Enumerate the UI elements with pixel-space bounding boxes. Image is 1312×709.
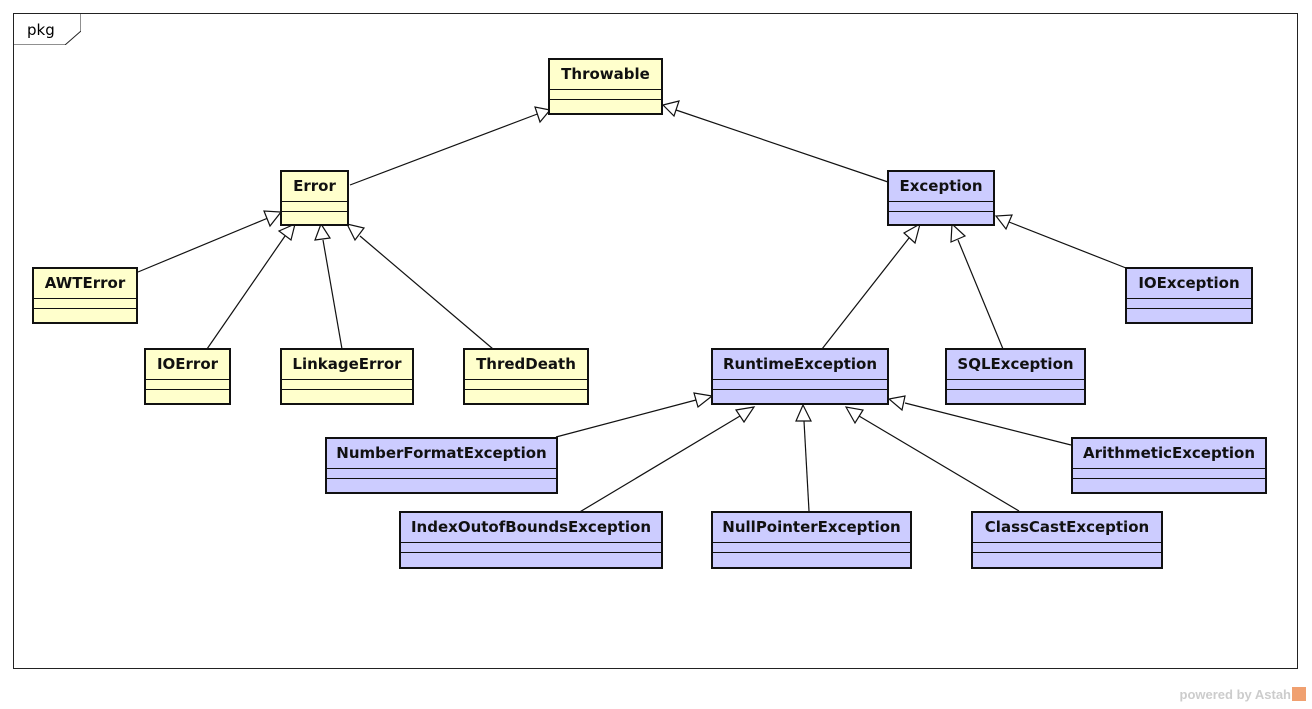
class-name: ArithmeticException xyxy=(1073,439,1265,469)
edge-linkageerror-error xyxy=(314,222,343,350)
class-sqlexception[interactable]: SQLException xyxy=(945,348,1086,405)
edge-arithmeticexception-runtimeexception xyxy=(887,395,1072,446)
attributes-compartment xyxy=(34,299,136,309)
attributes-compartment xyxy=(327,469,556,479)
attributes-compartment xyxy=(282,202,347,212)
watermark: powered by Astah xyxy=(1180,687,1306,702)
attributes-compartment xyxy=(889,202,993,212)
attributes-compartment xyxy=(713,380,887,390)
edge-ioerror-error xyxy=(206,222,296,350)
edge-nullpointerexception-runtimeexception xyxy=(795,403,812,512)
class-ioerror[interactable]: IOError xyxy=(144,348,231,405)
class-throwable[interactable]: Throwable xyxy=(548,58,663,115)
attributes-compartment xyxy=(947,380,1084,390)
class-indexoutofboundsexception[interactable]: IndexOutofBoundsException xyxy=(399,511,663,569)
attributes-compartment xyxy=(1127,299,1251,309)
attributes-compartment xyxy=(282,380,412,390)
class-numberformatexception[interactable]: NumberFormatException xyxy=(325,437,558,494)
attributes-compartment xyxy=(146,380,229,390)
class-ioexception[interactable]: IOException xyxy=(1125,267,1253,324)
class-name: RuntimeException xyxy=(713,350,887,380)
watermark-text: powered by Astah xyxy=(1179,687,1291,702)
edge-numberformatexception-runtimeexception xyxy=(555,392,714,438)
attributes-compartment xyxy=(1073,469,1265,479)
class-threddeath[interactable]: ThredDeath xyxy=(463,348,589,405)
edge-awterror-error xyxy=(137,210,283,273)
attributes-compartment xyxy=(465,380,587,390)
package-tab xyxy=(13,13,81,45)
class-name: AWTError xyxy=(34,269,136,299)
class-name: ClassCastException xyxy=(973,513,1161,543)
class-name: IOException xyxy=(1127,269,1251,299)
edge-sqlexception-exception xyxy=(950,222,1004,350)
class-nullpointerexception[interactable]: NullPointerException xyxy=(711,511,912,569)
class-arithmeticexception[interactable]: ArithmeticException xyxy=(1071,437,1267,494)
class-name: SQLException xyxy=(947,350,1084,380)
class-name: IOError xyxy=(146,350,229,380)
class-name: IndexOutofBoundsException xyxy=(401,513,661,543)
class-name: ThredDeath xyxy=(465,350,587,380)
class-name: Error xyxy=(282,172,347,202)
class-linkageerror[interactable]: LinkageError xyxy=(280,348,414,405)
class-name: Exception xyxy=(889,172,993,202)
edge-runtimeexception-exception xyxy=(821,222,921,350)
edge-ioexception-exception xyxy=(994,214,1127,269)
class-name: NumberFormatException xyxy=(327,439,556,469)
edge-exception-throwable xyxy=(661,100,889,183)
package-frame xyxy=(13,13,1298,669)
edge-threddeath-error xyxy=(345,223,494,350)
class-awterror[interactable]: AWTError xyxy=(32,267,138,324)
edge-error-throwable xyxy=(349,106,552,186)
class-name: LinkageError xyxy=(282,350,412,380)
edge-indexoutofboundsexception-runtimeexception xyxy=(577,406,756,514)
astah-logo-icon xyxy=(1292,687,1306,701)
attributes-compartment xyxy=(401,543,661,553)
attributes-compartment xyxy=(713,543,910,553)
class-runtimeexception[interactable]: RuntimeException xyxy=(711,348,889,405)
class-error[interactable]: Error xyxy=(280,170,349,226)
package-label: pkg xyxy=(27,21,55,39)
edge-classcastexception-runtimeexception xyxy=(844,406,1020,512)
class-name: Throwable xyxy=(550,60,661,90)
attributes-compartment xyxy=(550,90,661,100)
class-name: NullPointerException xyxy=(713,513,910,543)
attributes-compartment xyxy=(973,543,1161,553)
class-exception[interactable]: Exception xyxy=(887,170,995,226)
class-classcastexception[interactable]: ClassCastException xyxy=(971,511,1163,569)
